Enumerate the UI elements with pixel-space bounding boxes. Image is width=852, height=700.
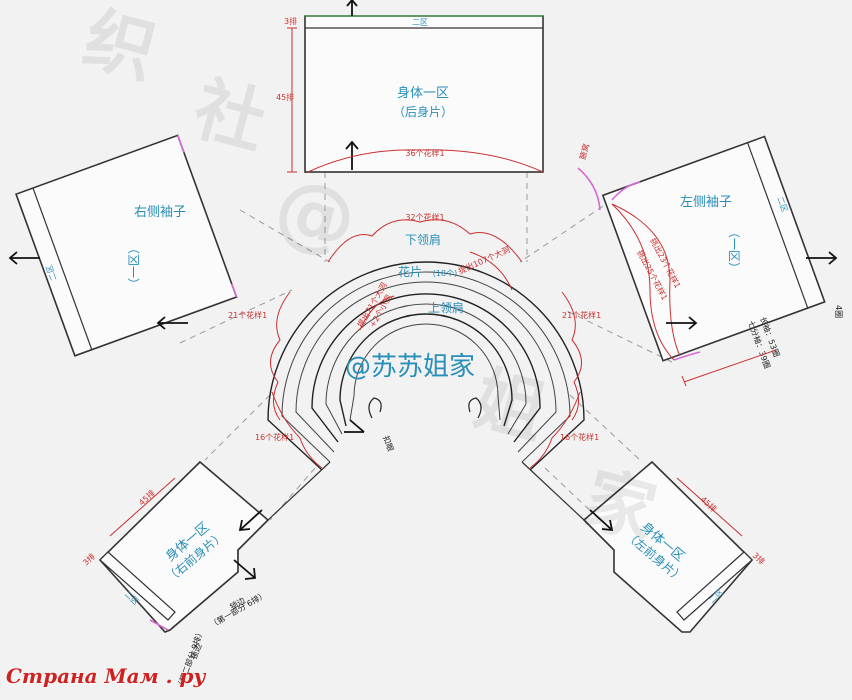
right-sleeve-zone: （一区） <box>127 242 141 290</box>
flower-piece-label: 花片 <box>398 264 422 279</box>
back-bottom-scallop <box>307 149 544 173</box>
back-body-piece: 二区 身体一区 （后身片） 45排 3排 36个花样1 <box>276 0 544 173</box>
right-front-edge-rows: 3排 <box>81 551 97 567</box>
back-edge-rows-label: 3排 <box>284 16 297 26</box>
left-sleeve-zone: （一区） <box>727 226 741 274</box>
yoke-top-pattern: 32个花样1 <box>405 212 444 222</box>
yoke-pick-big: 提出107个大洞 <box>457 244 512 276</box>
back-title: 身体一区 <box>397 85 449 101</box>
right-sleeve-title: 右侧袖子 <box>134 205 186 220</box>
yoke-right-lower-pattern: 16个花样1 <box>560 432 599 442</box>
yoke-top-scallop <box>327 219 523 263</box>
yoke-right-upper-pattern: 21个花样1 <box>562 310 601 320</box>
left-sleeve-title: 左侧袖子 <box>680 195 732 210</box>
upper-shoulder-label: 上领肩 <box>428 300 464 315</box>
svg-text:姐: 姐 <box>466 357 555 454</box>
right-front-piece: 身体一区 （右前身片） 二区 45排 3排 <box>81 460 331 633</box>
edge-note-1-detail: （第一部分 6排） <box>208 589 268 629</box>
svg-text:社: 社 <box>186 67 275 164</box>
back-subtitle: （后身片） <box>393 104 453 119</box>
right-front-rows: 45排 <box>137 488 157 508</box>
neckline-edge <box>339 313 513 427</box>
yoke-outer-edge <box>267 261 585 471</box>
left-front-piece: 身体一区 （左前身片） 二区 45排 3排 <box>521 460 767 633</box>
back-top-zone-label: 二区 <box>412 18 428 27</box>
back-bottom-pattern: 36个花样1 <box>405 148 444 158</box>
armpit-note: 腋窝 <box>577 142 591 160</box>
svg-text:织: 织 <box>76 0 165 95</box>
credit-text: @苏苏姐家 <box>345 352 475 382</box>
yoke-left-upper-pattern: 21个花样1 <box>228 310 267 320</box>
button-band-note: 扣眼 <box>381 434 396 452</box>
site-footer-logo: Страна Мам . ру <box>6 664 206 688</box>
left-sleeve-outline <box>601 135 826 362</box>
lower-shoulder-label: 下领肩 <box>405 232 441 247</box>
right-sleeve-piece: 二区 <box>15 134 238 357</box>
right-sleeve-outline <box>15 134 238 357</box>
left-sleeve-edge-rows: 4圈 <box>834 305 843 318</box>
flower-band-edge <box>311 293 541 443</box>
flower-count-label: (18个) <box>433 269 457 278</box>
left-front-edge-rows: 3排 <box>751 550 767 566</box>
yoke-left-lower-pattern: 16个花样1 <box>255 432 294 442</box>
back-rows-label: 45排 <box>276 92 294 102</box>
svg-text:@: @ <box>265 159 366 270</box>
left-sleeve-piece: 二区 <box>601 135 826 362</box>
